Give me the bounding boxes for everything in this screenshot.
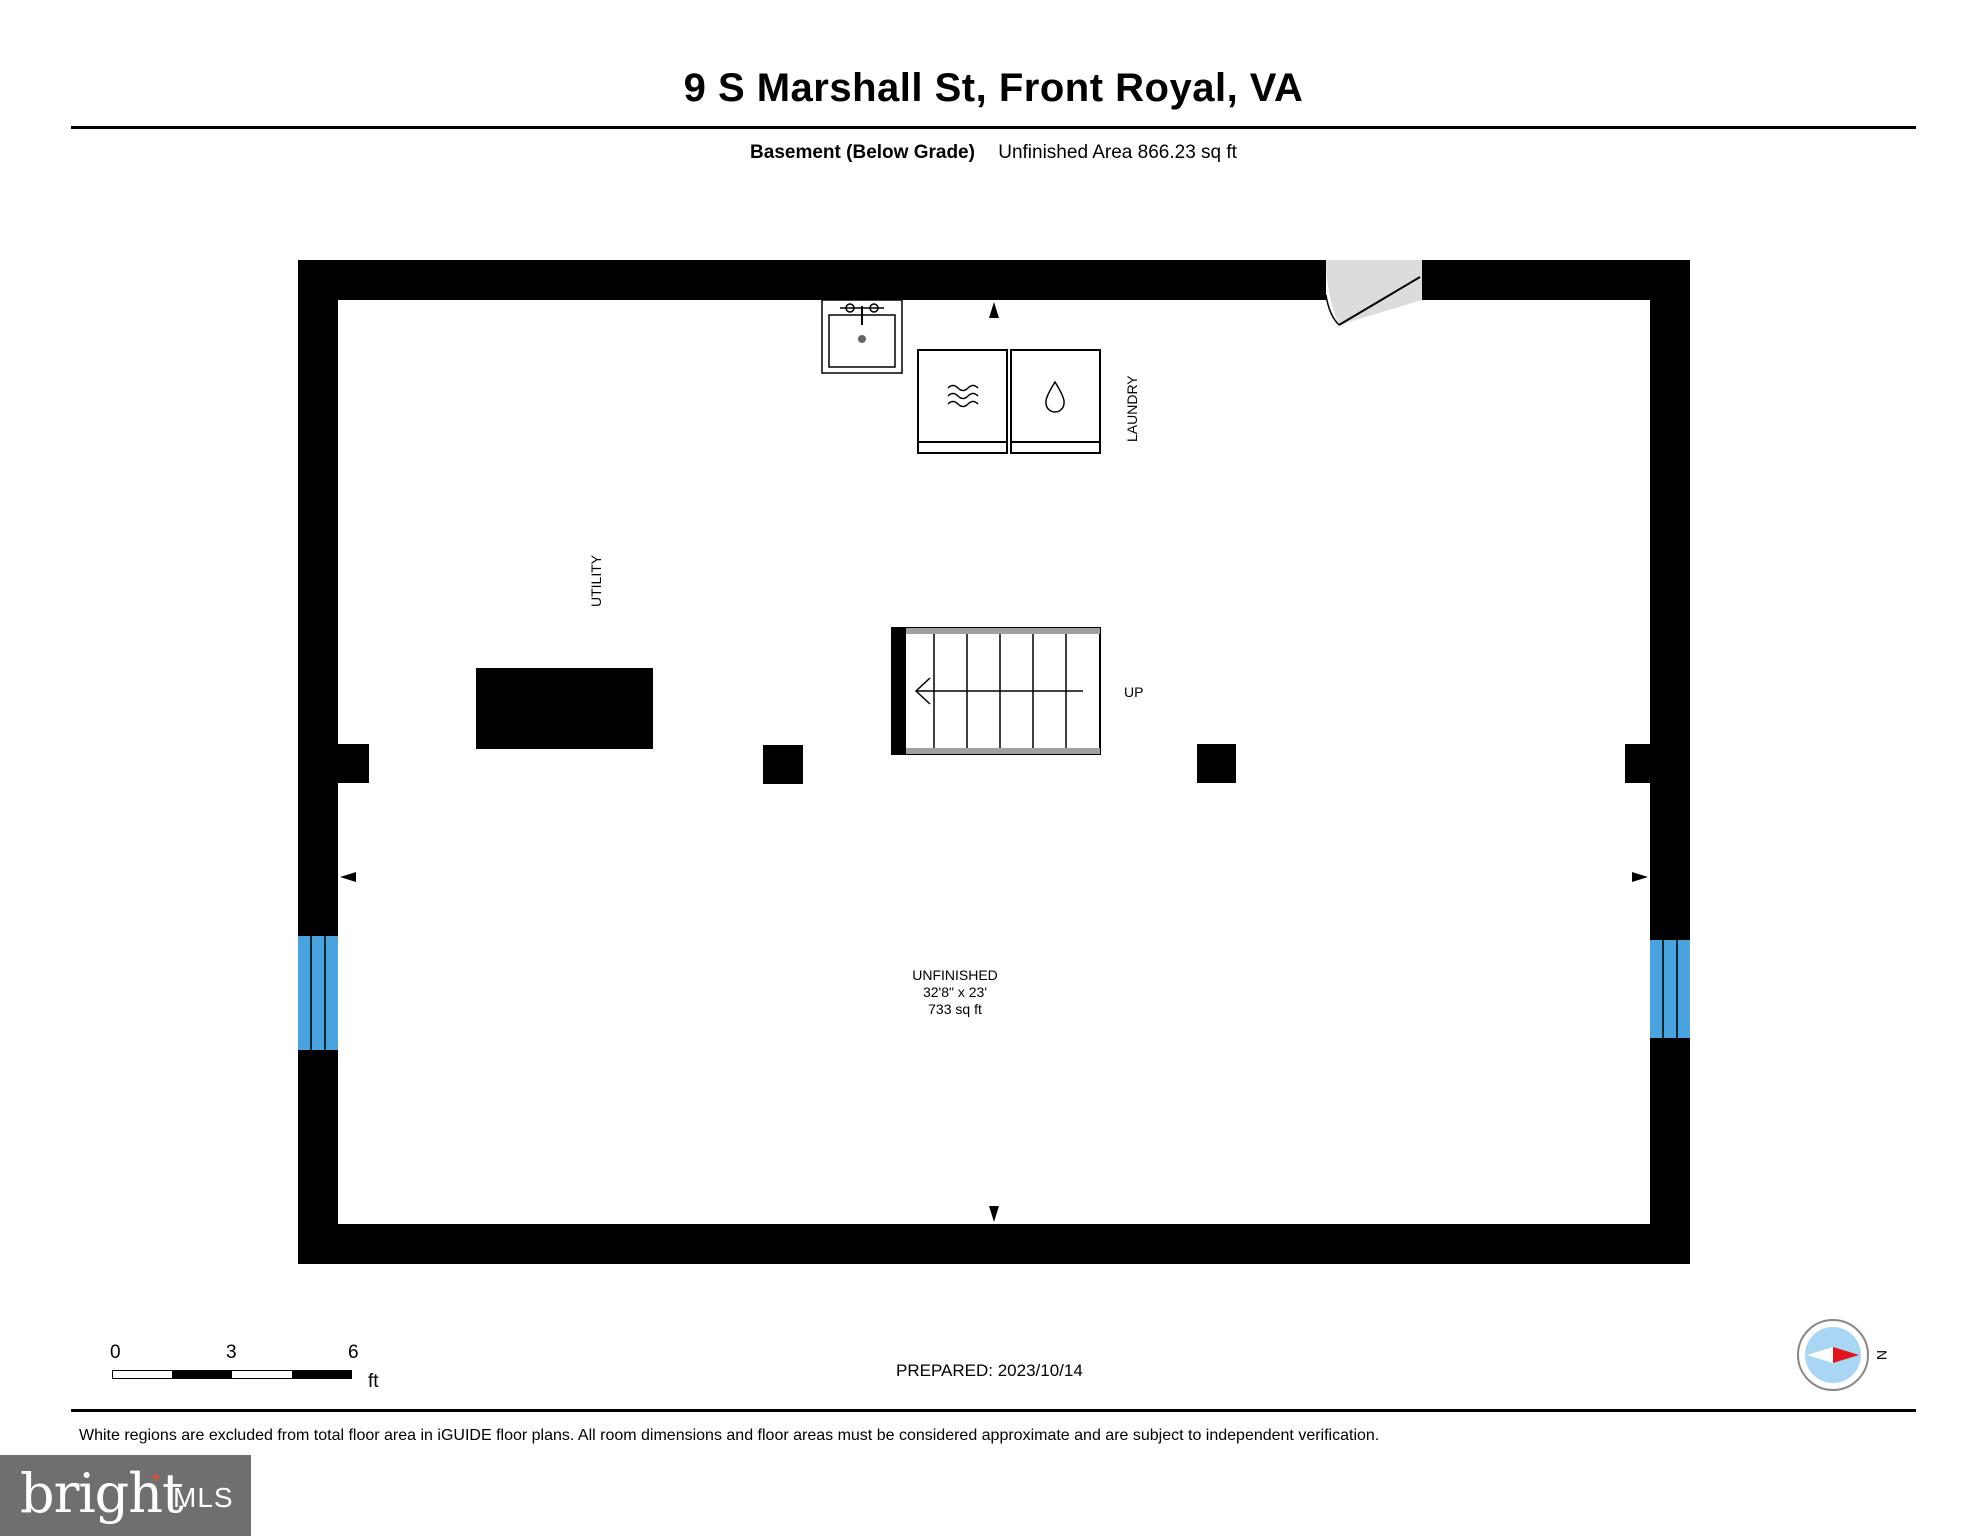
dimension-marker-west (340, 872, 356, 882)
floor-name: Basement (Below Grade) (750, 142, 975, 163)
room-label-utility: UTILITY (588, 554, 604, 607)
room-dimensions-unfinished: 32'8" x 23' (923, 984, 987, 1000)
door-swing (1326, 260, 1422, 325)
room-label-laundry: LAUNDRY (1124, 375, 1140, 442)
window-east (1650, 940, 1690, 1038)
spark-icon (150, 1471, 162, 1483)
scale-tick-label: 3 (226, 1342, 237, 1363)
bright-mls-watermark: bright MLS (0, 1455, 251, 1536)
scale-bar-segment (292, 1371, 352, 1378)
washer (1010, 349, 1101, 454)
scale-tick-label: 6 (348, 1342, 359, 1363)
watermark-suffix: MLS (173, 1482, 234, 1513)
wall-north (298, 260, 1690, 300)
laundry-sink (821, 299, 903, 374)
compass-icon: N (1797, 1319, 1890, 1391)
wall-west (298, 260, 338, 1264)
scale-unit: ft (368, 1371, 379, 1392)
dimension-marker-north (989, 302, 999, 318)
column (763, 745, 803, 784)
pilaster-west (338, 744, 369, 783)
staircase (891, 627, 1101, 755)
wall-east (1650, 260, 1690, 1264)
disclaimer: White regions are excluded from total fl… (79, 1427, 1380, 1444)
plan-title: 9 S Marshall St, Front Royal, VA (683, 66, 1304, 110)
stairs-direction-label: UP (1124, 684, 1143, 700)
utility-block (476, 668, 653, 749)
pilaster-east (1625, 744, 1650, 783)
watermark-brand: bright (20, 1462, 184, 1525)
scale-bar: 0 3 6 ft (108, 1342, 388, 1392)
plan-subtitle: Basement (Below Grade) Unfinished Area 8… (0, 142, 1987, 164)
scale-tick-label: 0 (110, 1342, 121, 1363)
dimension-marker-south (989, 1206, 999, 1222)
room-area-unfinished: 733 sq ft (928, 1001, 982, 1017)
window-west (298, 936, 338, 1050)
column (1197, 744, 1236, 783)
prepared-date: PREPARED: 2023/10/14 (896, 1361, 1083, 1380)
header-rule (71, 126, 1916, 129)
dimension-marker-east (1632, 872, 1648, 882)
scale-bar-track (112, 1370, 352, 1379)
wall-south (298, 1224, 1690, 1264)
area-summary: Unfinished Area 866.23 sq ft (998, 142, 1237, 163)
door-leaf (1338, 276, 1421, 326)
room-name-unfinished: UNFINISHED (912, 967, 998, 983)
footer-rule (71, 1409, 1916, 1412)
door-arc (1325, 294, 1340, 326)
scale-bar-segment (172, 1371, 232, 1378)
compass-north-label: N (1874, 1350, 1890, 1360)
dryer (917, 349, 1008, 454)
